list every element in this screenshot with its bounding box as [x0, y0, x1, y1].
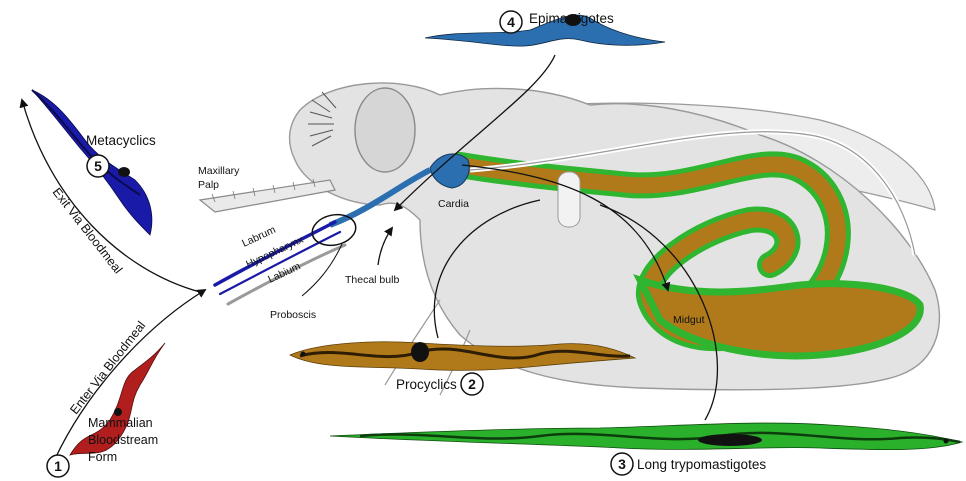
proboscis-label: Proboscis — [270, 309, 316, 321]
svg-text:5: 5 — [94, 158, 102, 174]
bloodstream-form-nucleus — [114, 408, 122, 416]
maxillary-palp-label-line-2: Palp — [198, 179, 219, 191]
stage-5-label: Metacyclics — [86, 133, 156, 148]
midgut-label: Midgut — [673, 314, 705, 326]
fly-eye — [355, 88, 415, 172]
stage-3-label: Long trypomastigotes — [637, 457, 766, 472]
svg-text:3: 3 — [618, 456, 626, 472]
metacyclic-nucleus — [118, 167, 130, 177]
cardia-label: Cardia — [438, 198, 469, 210]
stage-badge-2: 2 — [461, 373, 483, 395]
stage-badge-4: 4 — [500, 11, 522, 33]
stage-1-label-line-3: Form — [88, 450, 117, 464]
proventriculus-band — [558, 172, 580, 227]
thecal-bulb-arrow — [378, 228, 392, 265]
hypopharynx — [220, 232, 340, 294]
trypomastigote-nucleus — [698, 434, 762, 446]
enter-route-label: Enter Via Bloodmeal — [67, 319, 148, 417]
stage-badge-3: 3 — [611, 453, 633, 475]
stage-1-label-line-1: Mammalian — [88, 416, 153, 430]
proboscis-leader — [302, 244, 342, 296]
maxillary-palp-label-line-1: Maxillary — [198, 165, 240, 177]
stage-1-label-line-2: Bloodstream — [88, 433, 158, 447]
exit-route-label: Exit Via Bloodmeal — [50, 185, 125, 276]
thecal-bulb-label: Thecal bulb — [345, 274, 399, 286]
procyclic-nucleus — [411, 342, 429, 362]
svg-text:4: 4 — [507, 14, 515, 30]
stage-badge-1: 1 — [47, 455, 69, 477]
labium-label: Labium — [266, 260, 303, 286]
svg-text:2: 2 — [468, 376, 476, 392]
stage-4-label: Epimastigotes — [529, 11, 614, 26]
stage-2-label: Procyclics — [396, 377, 457, 392]
stage-badge-5: 5 — [87, 155, 109, 177]
svg-text:1: 1 — [54, 458, 62, 474]
